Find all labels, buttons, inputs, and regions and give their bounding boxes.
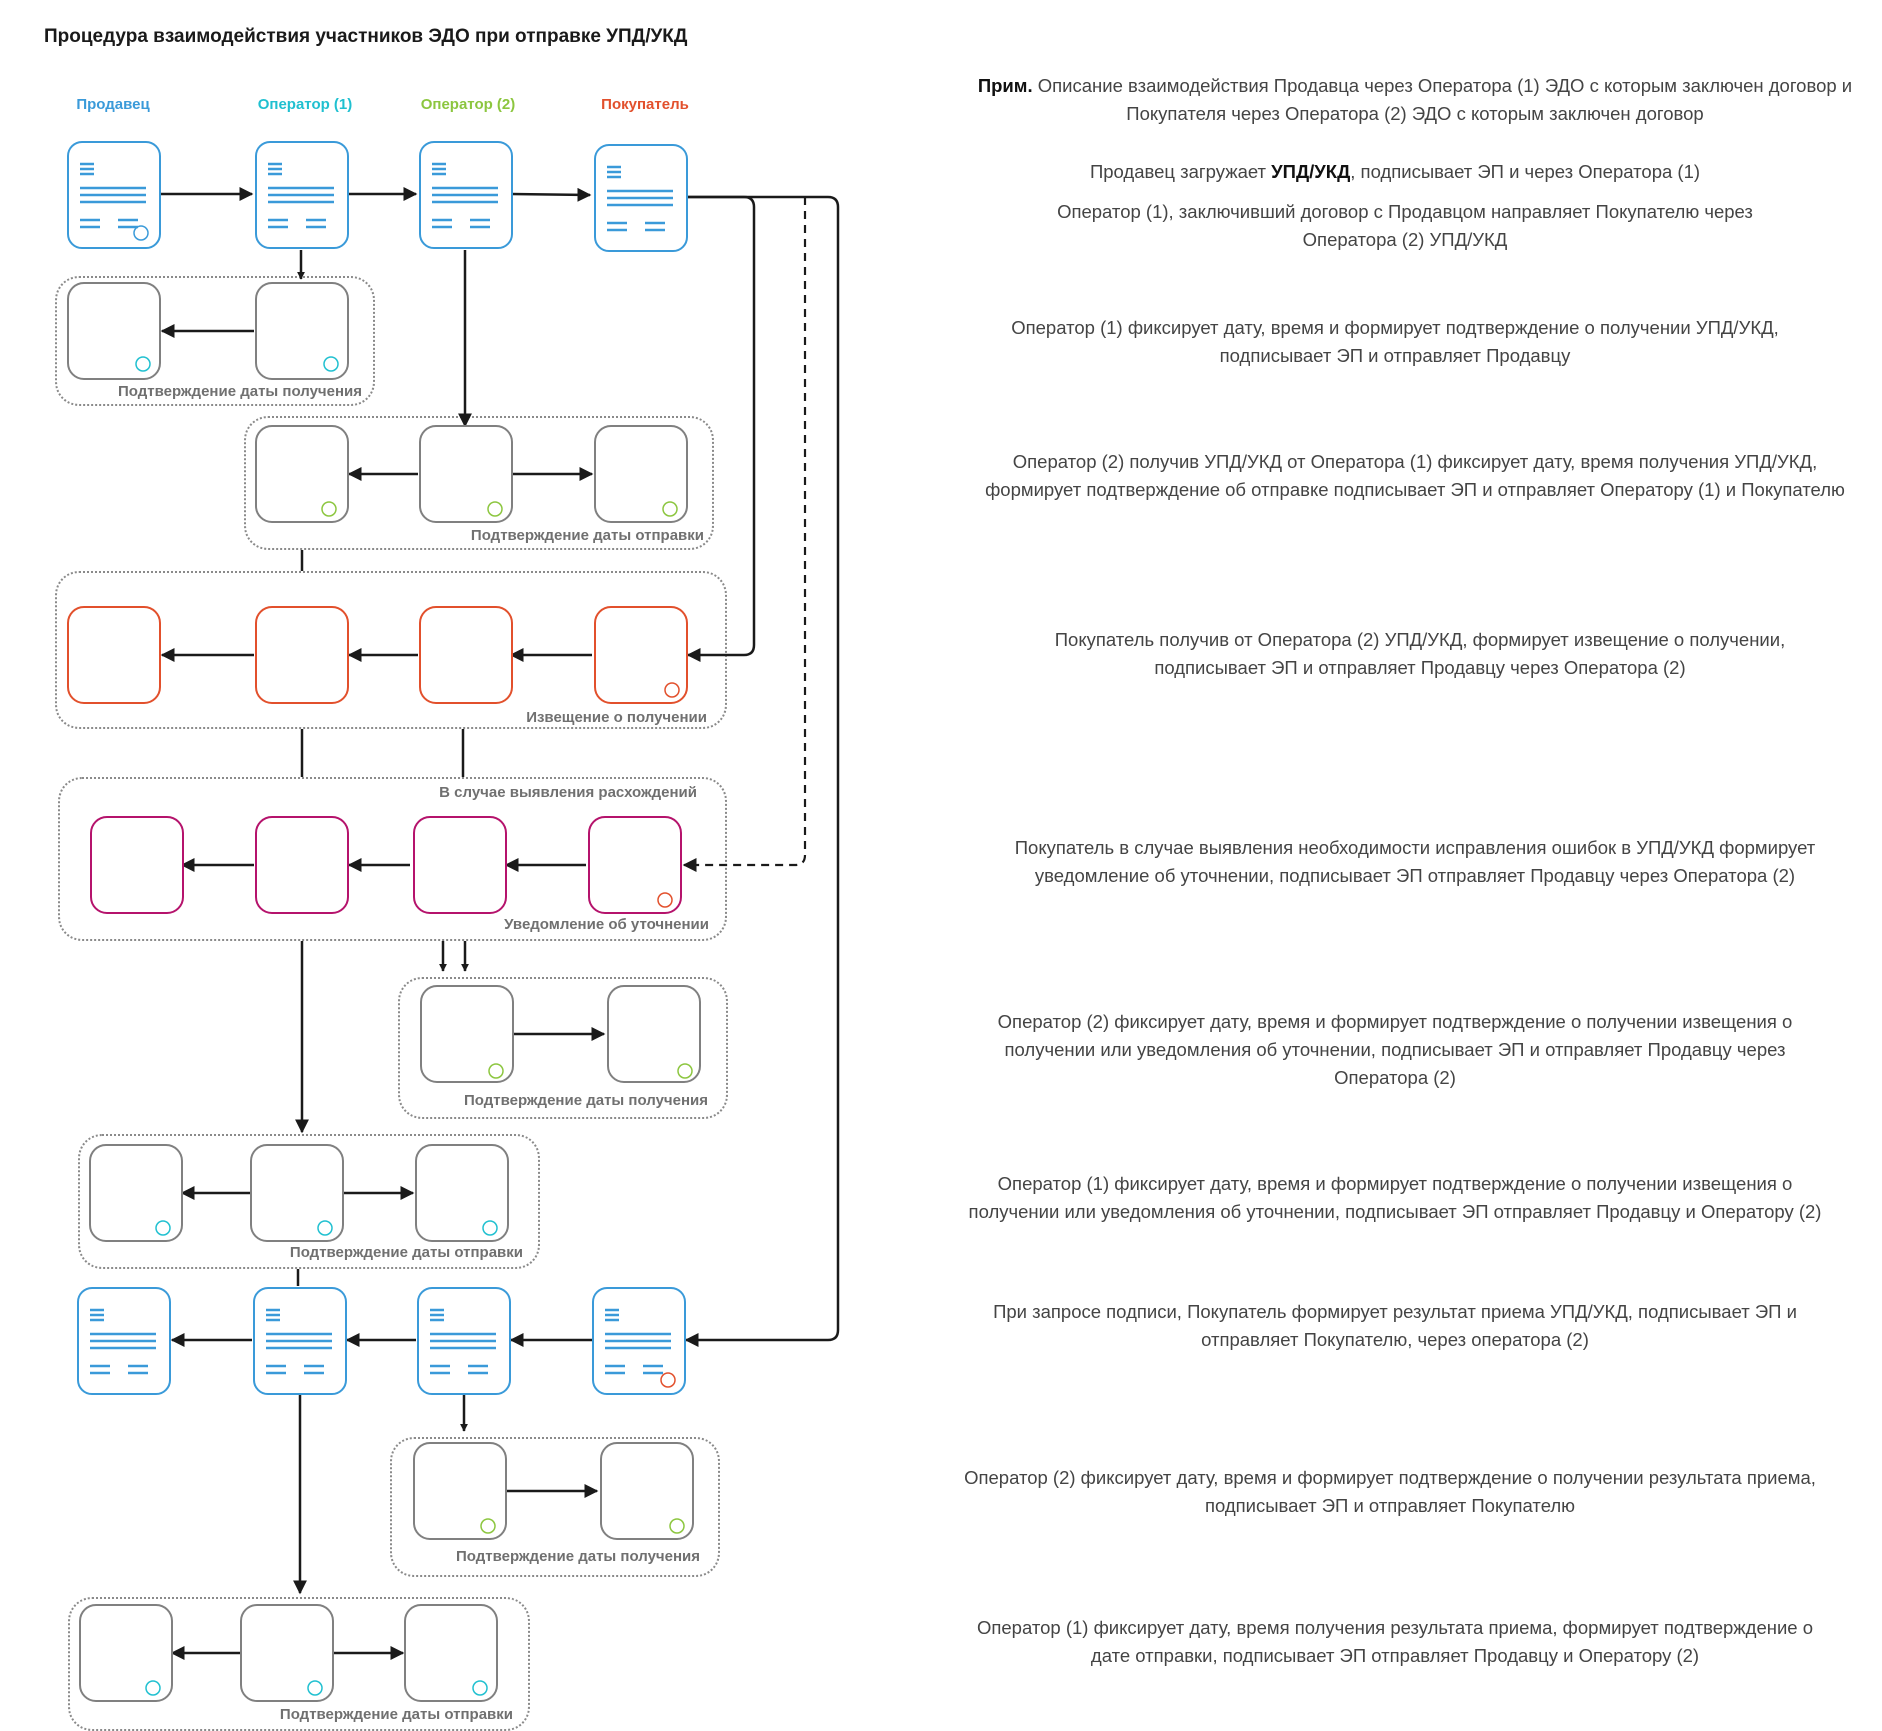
document-buyer [594,144,688,252]
note-step-8: Оператор (1) фиксирует дату, время и фор… [968,1173,1822,1222]
signature-icon [155,1220,171,1236]
send-confirmation-boxes-2 [89,1144,509,1242]
note-step-1: Продавец загружает УПД/УКД, подписывает … [945,158,1845,186]
note-step-11: Оператор (1) фиксирует дату, время получ… [976,1617,1814,1666]
note-step-2: Оператор (1), заключивший договор с Прод… [1057,201,1753,250]
send-confirmation-boxes-3 [79,1604,498,1702]
result-document-seller [77,1287,171,1395]
document-seller [67,141,161,249]
signature-icon [660,1372,676,1388]
note-bold: УПД/УКД [1271,161,1351,182]
result-document-buyer [592,1287,686,1395]
receipt-notice-boxes [67,606,688,704]
diagram-title: Процедура взаимодействия участников ЭДО … [44,26,688,47]
group-label: Подтверждение даты отправки [289,1244,523,1261]
group-receipt-notice [55,571,727,729]
note-step-5: Покупатель получив от Оператора (2) УПД/… [1054,629,1786,678]
signature-icon [664,682,680,698]
note-text: Продавец загружает [1089,161,1272,182]
signature-icon [482,1220,498,1236]
group-label: Подтверждение даты отправки [279,1706,513,1723]
group-label: Уведомление об уточнении [504,916,709,933]
column-header-buyer: Покупатель [601,96,689,113]
column-header-operator1: Оператор (1) [257,96,353,113]
signature-icon [480,1518,496,1534]
note-step-10: Оператор (2) фиксирует дату, время и фор… [964,1467,1816,1516]
receipt-confirmation-boxes-3 [413,1442,694,1540]
group-label: Подтверждение даты получения [455,1548,700,1565]
group-send-confirmation-1 [244,416,714,550]
receipt-confirmation-boxes-2 [420,985,701,1083]
signature-icon [677,1063,693,1079]
group-label: В случае выявления расхождений [439,784,697,801]
send-confirmation-boxes-1 [255,425,688,523]
group-label: Подтверждение даты получения [463,1092,708,1109]
column-header-operator2: Оператор (2) [420,96,516,113]
signature-icon [657,892,673,908]
signature-icon [145,1680,161,1696]
group-receipt-confirmation-2 [398,977,728,1119]
result-document-operator1 [253,1287,347,1395]
signature-icon [487,501,503,517]
group-label: Извещение о получении [526,709,707,726]
document-operator2 [419,141,513,249]
receipt-confirmation-boxes-1 [67,282,349,380]
group-clarification [58,777,727,941]
signature-icon [317,1220,333,1236]
note-intro-bold: Прим. [977,75,1033,96]
note-step-7: Оператор (2) фиксирует дату, время и фор… [997,1011,1793,1088]
result-document-operator2 [417,1287,511,1395]
group-receipt-confirmation-3 [390,1437,720,1577]
note-step-4: Оператор (2) получив УПД/УКД от Оператор… [985,451,1845,500]
signature-icon [307,1680,323,1696]
note-step-3: Оператор (1) фиксирует дату, время и фор… [1011,317,1779,366]
signature-icon [133,225,149,241]
signature-icon [321,501,337,517]
note-step-6: Покупатель в случае выявления необходимо… [1014,837,1816,886]
signature-icon [488,1063,504,1079]
group-receipt-confirmation-1 [55,276,375,406]
note-text: , подписывает ЭП и через Оператора (1) [1350,161,1701,182]
signature-icon [472,1680,488,1696]
column-header-seller: Продавец [76,96,150,113]
signature-icon [135,356,151,372]
note-intro-text: Описание взаимодействия Продавца через О… [1032,75,1853,124]
signature-icon [669,1518,685,1534]
note-step-9: При запросе подписи, Покупатель формируе… [993,1301,1797,1350]
clarification-boxes [90,816,682,914]
signature-icon [323,356,339,372]
note-intro: Прим. Описание взаимодействия Продавца ч… [975,72,1855,128]
group-send-confirmation-2 [78,1134,540,1269]
signature-icon [662,501,678,517]
group-label: Подтверждение даты получения [117,383,362,400]
group-label: Подтверждение даты отправки [470,527,704,544]
document-operator1 [255,141,349,249]
